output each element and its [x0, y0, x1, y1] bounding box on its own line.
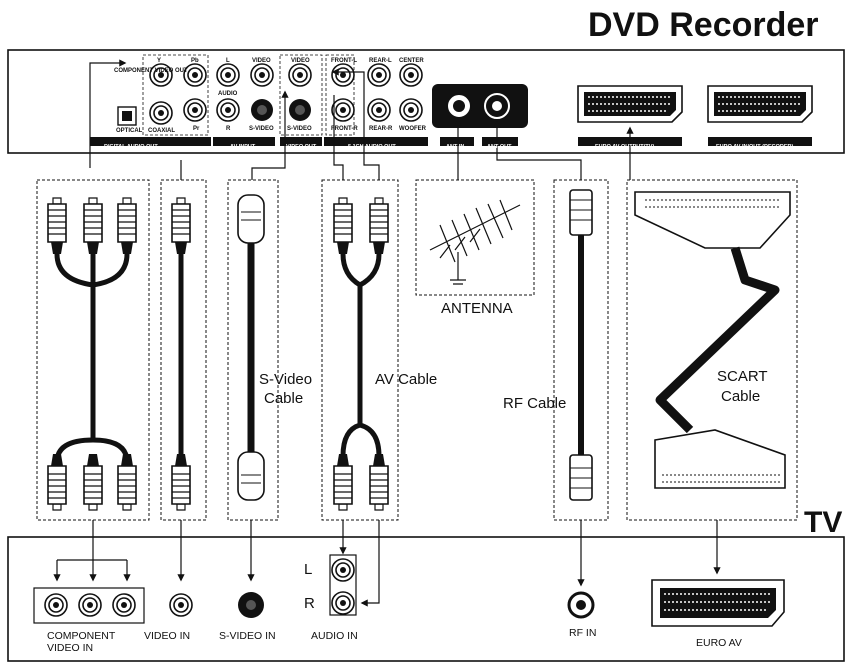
ant-out-label: ANT OUT	[487, 143, 512, 150]
av-input-audio-label: AUDIO	[218, 91, 238, 97]
audio-r-label: R	[304, 595, 315, 612]
component-video-in-label-2: VIDEO IN	[47, 642, 94, 654]
front-r-label: FRONT-R	[331, 126, 358, 132]
euro-av-label: EURO AV	[696, 637, 742, 649]
svideo-in-label: S-VIDEO IN	[219, 630, 276, 642]
av-cable	[333, 197, 389, 511]
scart-cable-label-1: SCART	[717, 368, 768, 385]
rf-cable-label: RF Cable	[503, 395, 567, 412]
svideo-cable-label-1: S-Video	[259, 371, 313, 388]
av-input-group	[213, 63, 275, 146]
component-video-in-label-1: COMPONENT	[47, 630, 116, 642]
component-cable	[47, 197, 137, 511]
av-input-r-label: R	[226, 126, 231, 132]
connection-lines-top	[89, 59, 634, 180]
av-cable-label: AV Cable	[375, 371, 438, 388]
audio-in-label: AUDIO IN	[311, 630, 358, 642]
jack-y-label: Y	[157, 58, 162, 64]
video-out-group	[279, 54, 323, 146]
av-input-video-label: VIDEO	[252, 58, 271, 64]
center-label: CENTER	[399, 58, 424, 64]
recorder-panel	[7, 49, 845, 154]
euro-av-decoder-label: EURO AV IN/OUT (DECODER)	[716, 143, 794, 150]
audio-l-label: L	[304, 561, 313, 578]
video-out-video-label: VIDEO	[291, 58, 310, 64]
tv-title: TV	[804, 506, 843, 539]
scart-cable-label-2: Cable	[721, 388, 761, 405]
video-cable	[171, 197, 191, 511]
coaxial-label: COAXIAL	[148, 128, 175, 134]
jack-pr-label: Pr	[193, 126, 200, 132]
antenna-jacks	[432, 84, 528, 146]
av-input-l-label: L	[226, 58, 230, 64]
audio-51-group	[324, 54, 428, 146]
ant-in-label: ANT IN	[446, 143, 465, 150]
rf-cable	[569, 189, 593, 501]
connection-lines-bottom	[53, 520, 721, 607]
video-out-svideo-label: S-VIDEO	[287, 126, 312, 132]
page-title: DVD Recorder	[588, 6, 819, 44]
jack-pb-label: Pb	[191, 58, 199, 64]
antenna-drawing	[429, 199, 521, 285]
antenna-label: ANTENNA	[441, 300, 513, 317]
audio-51-bar-label: 5.1CH AUDIO OUT	[348, 143, 396, 150]
svideo-cable-label-2: Cable	[264, 390, 304, 407]
rear-l-label: REAR-L	[369, 58, 392, 64]
woofer-label: WOOFER	[399, 126, 426, 132]
digital-audio-out-label: DIGITAL AUDIO OUT	[104, 143, 158, 150]
rear-r-label: REAR-R	[369, 126, 393, 132]
component-video-out-label: COMPONENT VIDEO OUT	[114, 68, 188, 74]
video-in-label: VIDEO IN	[144, 630, 191, 642]
optical-label: OPTICAL	[116, 128, 143, 134]
av-input-bar-label: AV INPUT	[230, 143, 256, 150]
component-video-out-group	[90, 54, 211, 146]
av-input-svideo-label: S-VIDEO	[249, 126, 274, 132]
euro-av-output-label: EURO AV OUTPUT(TV)	[595, 143, 655, 150]
scart-cable	[634, 191, 791, 489]
video-out-bar-label: VIDEO OUT	[286, 143, 317, 150]
rf-in-label: RF IN	[569, 627, 597, 639]
svideo-cable	[237, 194, 265, 501]
front-l-label: FRONT-L	[331, 58, 357, 64]
tv-jacks	[33, 554, 785, 627]
